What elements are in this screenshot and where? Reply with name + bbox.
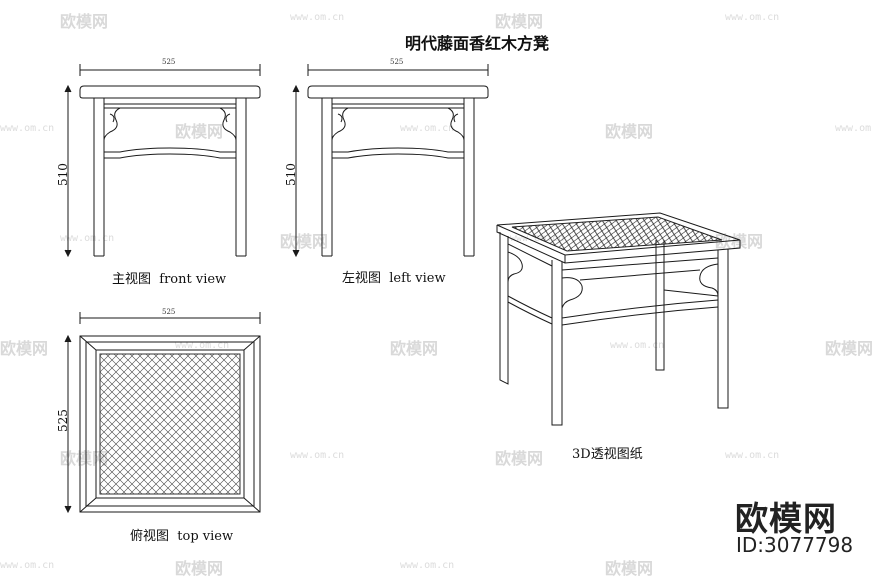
left-view-drawing — [307, 85, 489, 257]
left-width-dimension — [307, 64, 489, 76]
front-width-label: 525 — [162, 58, 176, 66]
front-width-dimension — [79, 64, 261, 76]
left-height-label: 510 — [284, 163, 298, 186]
perspective-caption: 3D透视图纸 — [572, 447, 643, 462]
left-height-dimension — [292, 84, 300, 258]
left-width-label: 525 — [390, 58, 404, 66]
left-view-caption: 左视图 left view — [342, 271, 446, 286]
front-view-caption: 主视图 front view — [112, 272, 227, 287]
top-view-caption: 俯视图 top view — [130, 529, 234, 544]
front-view-drawing — [79, 85, 261, 257]
perspective-drawing — [496, 212, 741, 426]
top-height-dimension — [64, 334, 72, 514]
front-height-dimension — [64, 84, 72, 258]
top-height-label: 525 — [56, 409, 70, 432]
drawing-title: 明代藤面香红木方凳 — [405, 34, 550, 53]
brand-id: ID:3077798 — [736, 533, 854, 557]
top-view-drawing — [79, 335, 261, 513]
top-width-label: 525 — [162, 308, 176, 316]
front-height-label: 510 — [56, 163, 70, 186]
top-width-dimension — [79, 312, 261, 324]
brand-logo-text: 欧模网 — [735, 499, 837, 538]
